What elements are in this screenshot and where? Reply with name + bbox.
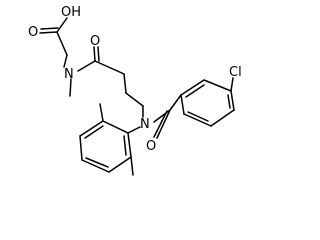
chlorophenyl-bond-4 xyxy=(210,109,235,127)
amide1-oxygen-label: O xyxy=(90,34,100,49)
dimethylphenyl-bond-2 xyxy=(79,120,104,137)
bond-benzoyl-c-o-b xyxy=(153,110,168,138)
dimethylphenyl-inner-1 xyxy=(84,125,104,139)
bond-ch2-n1 xyxy=(63,54,68,68)
bond-acid-c-o-double-b xyxy=(40,27,59,30)
bond-n1-amide-c xyxy=(77,60,96,72)
bond-benzoyl-c-o-a xyxy=(156,109,171,139)
chlorophenyl-bond-3 xyxy=(230,90,235,111)
bond-n1-methyl xyxy=(69,78,72,97)
bond-acid-c-o-double-a xyxy=(39,31,58,34)
chlorine-label: Cl xyxy=(229,65,242,80)
dimethylphenyl-bond-1 xyxy=(102,120,129,134)
bond-c-oh xyxy=(56,17,68,33)
chlorophenyl-inner-2 xyxy=(227,94,231,109)
amide1-nitrogen-label: N xyxy=(64,67,74,82)
amide2-oxygen-label: O xyxy=(146,139,156,154)
hydroxyl-label: OH xyxy=(61,5,81,20)
skeletal-formula: OH O N O N O Cl xyxy=(28,5,242,176)
dimethylphenyl-bond-3 xyxy=(79,135,83,161)
chlorophenyl-inner-1 xyxy=(185,84,205,98)
dimethylphenyl-bond-4 xyxy=(81,159,110,173)
dimethylphenyl-bond-5 xyxy=(108,156,132,173)
dimethylphenyl-bond-6 xyxy=(127,132,132,158)
amide2-nitrogen-label: N xyxy=(140,117,150,132)
bond-chain-1 xyxy=(94,60,125,75)
bond-acid-c-ch2 xyxy=(56,31,68,56)
bond-amide1-c-o-b xyxy=(97,46,100,62)
bond-upper-methyl xyxy=(99,103,104,122)
chlorophenyl-inner-3 xyxy=(187,111,209,122)
chemical-structure-canvas: OH O N O N O Cl xyxy=(28,5,242,176)
bond-n2-aryl xyxy=(127,126,141,134)
acid-carbonyl-oxygen-label: O xyxy=(28,25,38,40)
chlorophenyl-bond-6 xyxy=(180,94,185,115)
chlorophenyl-bond-5 xyxy=(183,113,212,127)
dimethylphenyl-inner-2 xyxy=(85,157,109,168)
bond-amide1-c-o-a xyxy=(93,46,96,62)
atom-labels: OH O N O N O Cl xyxy=(28,5,242,154)
chlorophenyl-bond-1 xyxy=(180,79,205,96)
bond-lower-methyl xyxy=(130,156,134,176)
dimethylphenyl-inner-3 xyxy=(123,135,127,156)
bond-chain-3 xyxy=(125,92,144,107)
bond-c-cl xyxy=(230,77,234,92)
chlorophenyl-bond-2 xyxy=(203,79,232,92)
bond-chain-2 xyxy=(123,73,127,94)
bonds xyxy=(39,17,235,176)
bond-benzoyl-c-ring xyxy=(169,94,182,111)
